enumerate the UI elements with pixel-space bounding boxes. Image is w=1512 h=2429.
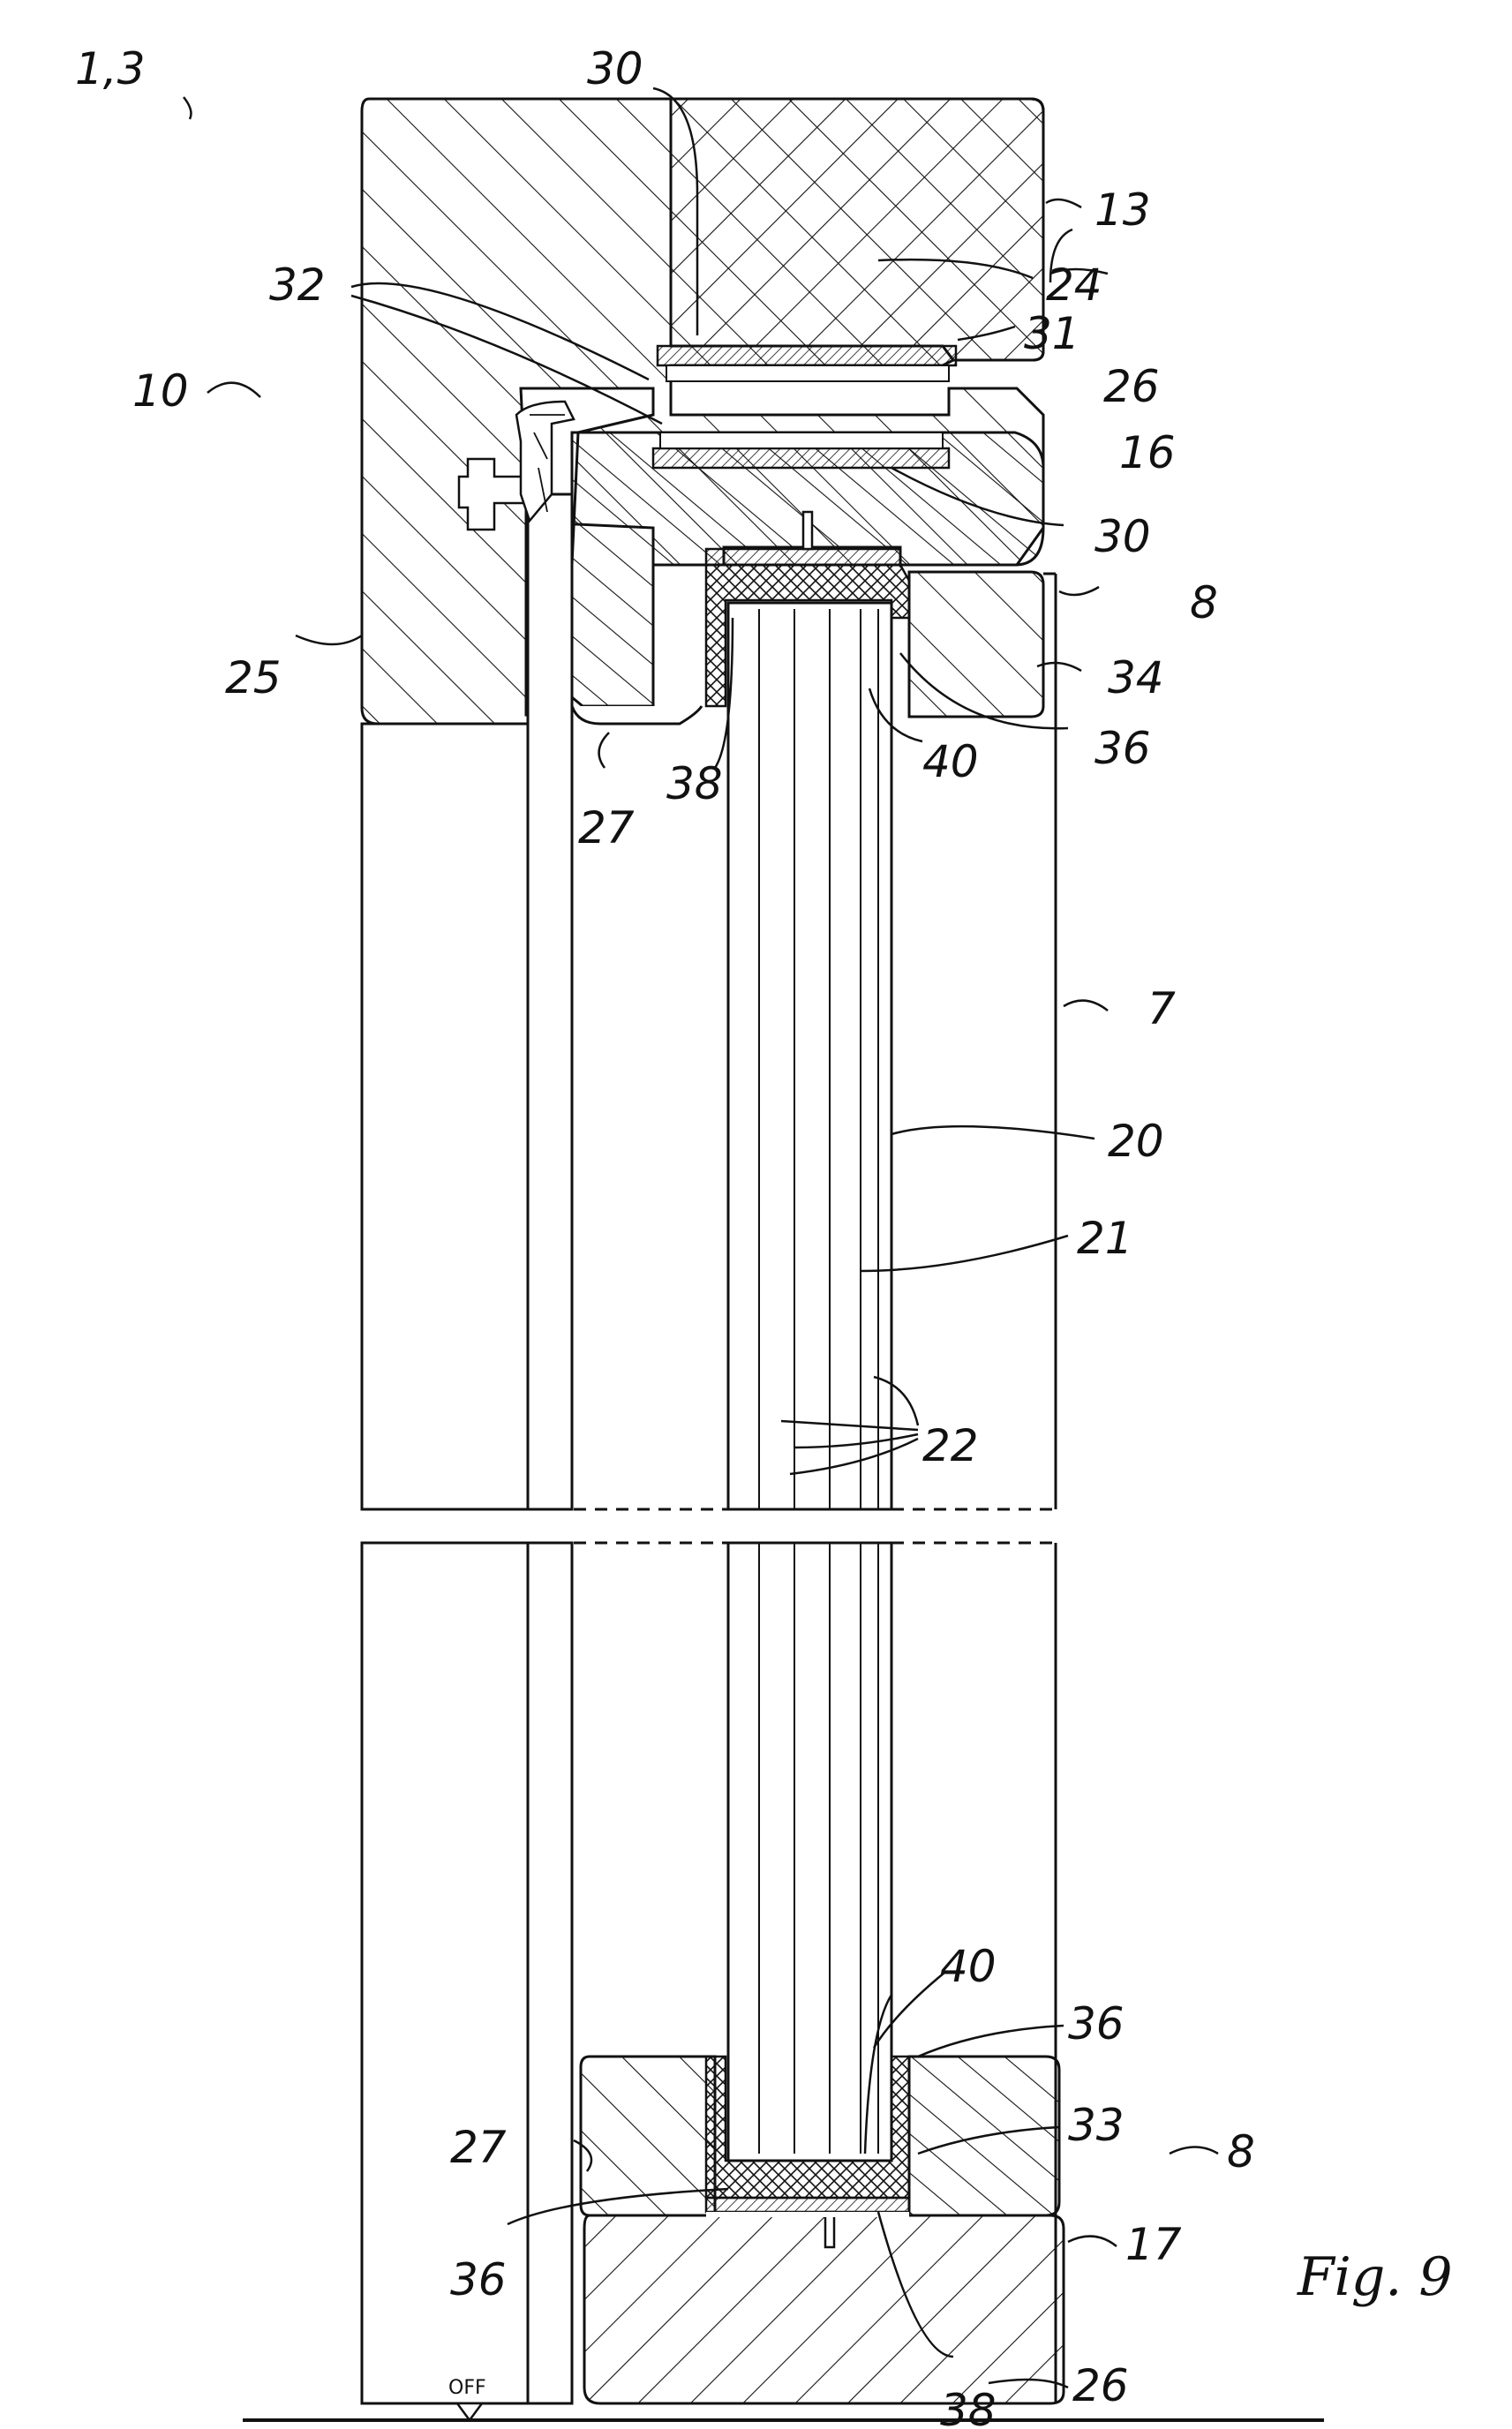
label-30-bottom: 30 (1095, 511, 1151, 562)
label-7: 7 (1147, 983, 1176, 1034)
label-38-bottom: 38 (940, 2385, 997, 2429)
label-20: 20 (1108, 1116, 1164, 1167)
frame-leg-inner (528, 494, 572, 1509)
frame-notch-27 (572, 706, 702, 724)
strip-31-lower (653, 432, 949, 468)
label-33: 33 (1068, 2100, 1125, 2151)
label-26-bottom: 26 (1072, 2360, 1129, 2411)
label-27-top: 27 (578, 802, 635, 854)
label-17: 17 (1125, 2219, 1182, 2270)
glazing-bead-34 (909, 572, 1043, 717)
label-40-bottom: 40 (940, 1941, 997, 1992)
label-8-bottom: 8 (1227, 2126, 1255, 2177)
label-31: 31 (1024, 308, 1080, 359)
label-13: 13 (1095, 184, 1151, 236)
label-36-bottom-left: 36 (450, 2254, 507, 2305)
frame-leg-left (362, 724, 528, 1509)
label-40-top: 40 (922, 736, 979, 787)
label-38-top: 38 (666, 758, 723, 809)
frame-leg-inner-lower (528, 1543, 572, 2403)
label-22: 22 (922, 1420, 979, 1471)
figure-caption: Fig. 9 (1297, 2246, 1453, 2308)
label-36-top: 36 (1095, 723, 1151, 774)
ref-label-1-3: 1,3 (75, 43, 146, 94)
label-30-top: 30 (587, 43, 643, 94)
strip-31-upper (658, 346, 956, 381)
glass-pane-top (728, 603, 891, 1509)
label-24: 24 (1046, 259, 1102, 311)
label-26-top: 26 (1103, 361, 1160, 412)
label-16: 16 (1119, 427, 1176, 478)
floor-marker-label: OFF (448, 2377, 486, 2399)
glass-pane-bottom (728, 1543, 891, 2161)
label-32: 32 (269, 259, 326, 311)
label-27-bottom: 27 (450, 2122, 507, 2173)
label-8-top: 8 (1190, 577, 1218, 628)
floor-marker-icon (457, 2403, 482, 2420)
label-36-bottom-right: 36 (1068, 1998, 1125, 2049)
label-25: 25 (225, 652, 282, 703)
label-10: 10 (132, 365, 189, 417)
upper-block-24 (671, 99, 1043, 360)
label-21: 21 (1077, 1213, 1133, 1264)
sash-profile-17 (584, 2212, 1064, 2403)
label-34: 34 (1108, 652, 1164, 703)
